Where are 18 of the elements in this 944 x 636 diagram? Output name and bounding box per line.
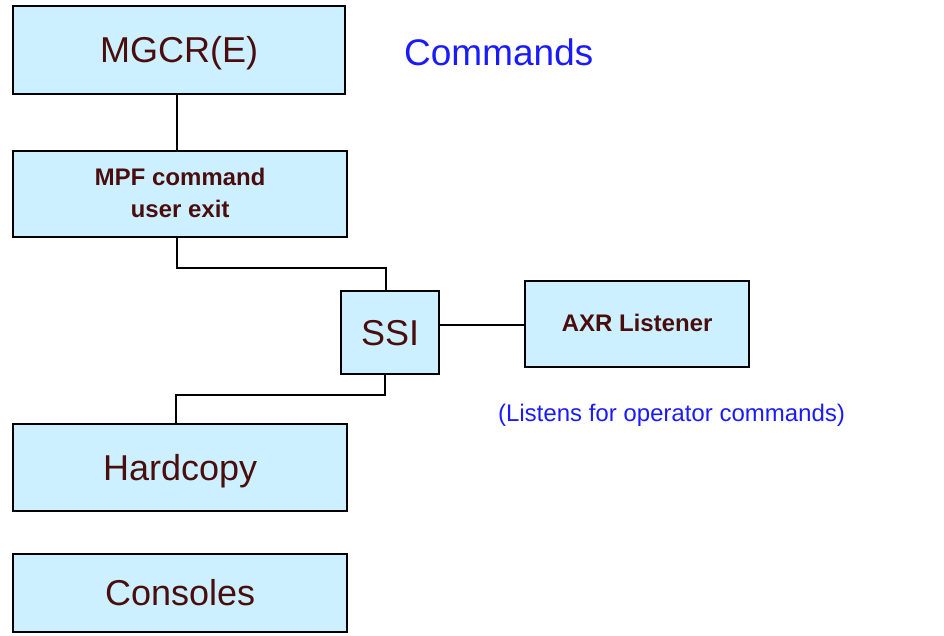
connector-line <box>176 238 387 290</box>
connector-line <box>175 375 386 423</box>
process-box <box>340 290 440 375</box>
box-label: Consoles <box>104 572 256 614</box>
box-label: MPF command user exit <box>94 162 266 225</box>
connector-line <box>440 324 524 326</box>
box-label: Hardcopy <box>102 446 258 488</box>
box-label: MGCR(E) <box>100 29 258 71</box>
process-box <box>12 5 346 95</box>
process-box <box>12 553 348 633</box>
box-label: SSI <box>360 312 420 354</box>
note-text: (Listens for operator commands) <box>498 400 845 428</box>
process-box <box>524 280 750 368</box>
diagram-title: Commands <box>404 32 594 74</box>
box-label: AXR Listener <box>562 308 712 339</box>
process-box <box>12 150 348 238</box>
process-box <box>12 423 348 512</box>
connector-line <box>176 95 178 150</box>
